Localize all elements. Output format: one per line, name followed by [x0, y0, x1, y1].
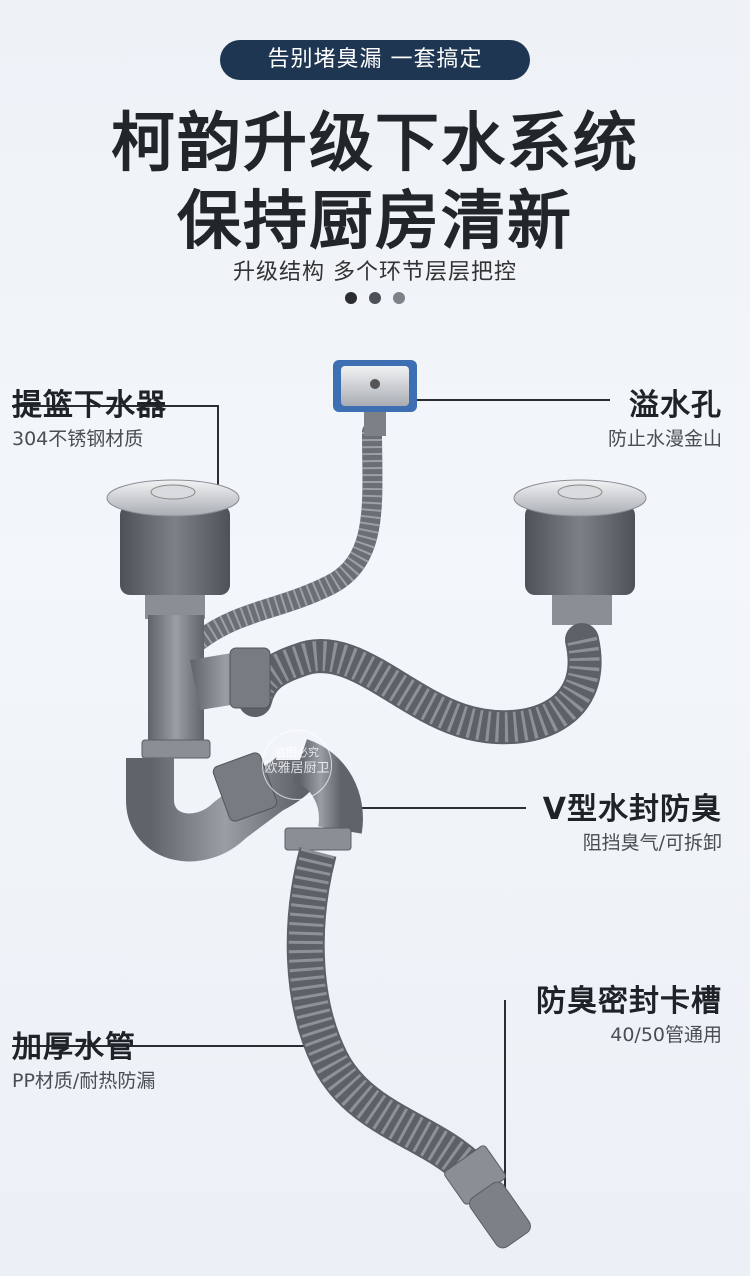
callout-overflow: 溢水孔 防止水漫金山: [608, 388, 722, 452]
subtitle: 升级结构 多个环节层层把控: [233, 260, 517, 285]
dot-2: [369, 292, 381, 304]
overflow-cover: [333, 360, 417, 436]
callout-vtrap: V型水封防臭 阻挡臭气/可拆卸: [543, 792, 722, 856]
callout-vtrap-title: V型水封防臭: [542, 792, 722, 827]
connector-hose: [238, 623, 602, 745]
callout-seal: 防臭密封卡槽 40/50管通用: [536, 984, 722, 1048]
leader-lines: [12, 399, 610, 1220]
callout-seal-desc: 40/50管通用: [610, 1024, 722, 1046]
callout-pipe-desc: PP材质/耐热防漏: [12, 1070, 156, 1092]
right-basket-strainer: [513, 479, 647, 625]
pagination-dots: [0, 292, 750, 304]
headline-line-1: 柯韵升级下水系统: [111, 107, 639, 181]
dot-3: [393, 292, 405, 304]
callout-vtrap-desc: 阻挡臭气/可拆卸: [582, 832, 722, 854]
callout-basket: 提篮下水器 304不锈钢材质: [12, 388, 167, 452]
watermark-line-1: 盗图必究: [275, 746, 319, 759]
slogan-pill: 告别堵臭漏 一套搞定: [220, 40, 530, 80]
headline-line-2: 保持厨房清新: [177, 185, 573, 259]
callout-pipe: 加厚水管 PP材质/耐热防漏: [12, 1030, 155, 1094]
dot-1: [345, 292, 357, 304]
callout-overflow-title: 溢水孔: [629, 388, 722, 423]
watermark-line-2: 欧雅居厨卫: [264, 761, 330, 776]
callout-pipe-title: 加厚水管: [12, 1030, 136, 1065]
tee-fitting: [141, 615, 271, 759]
watermark: 盗图必究 欧雅居厨卫: [262, 730, 332, 800]
callout-seal-title: 防臭密封卡槽: [536, 984, 722, 1019]
left-basket-strainer: [106, 479, 240, 619]
callout-basket-desc: 304不锈钢材质: [12, 428, 144, 450]
hose-tail: [444, 1145, 531, 1249]
callout-overflow-desc: 防止水漫金山: [607, 428, 722, 450]
leader-basket: [12, 405, 219, 498]
callout-basket-title: 提篮下水器: [12, 388, 167, 423]
